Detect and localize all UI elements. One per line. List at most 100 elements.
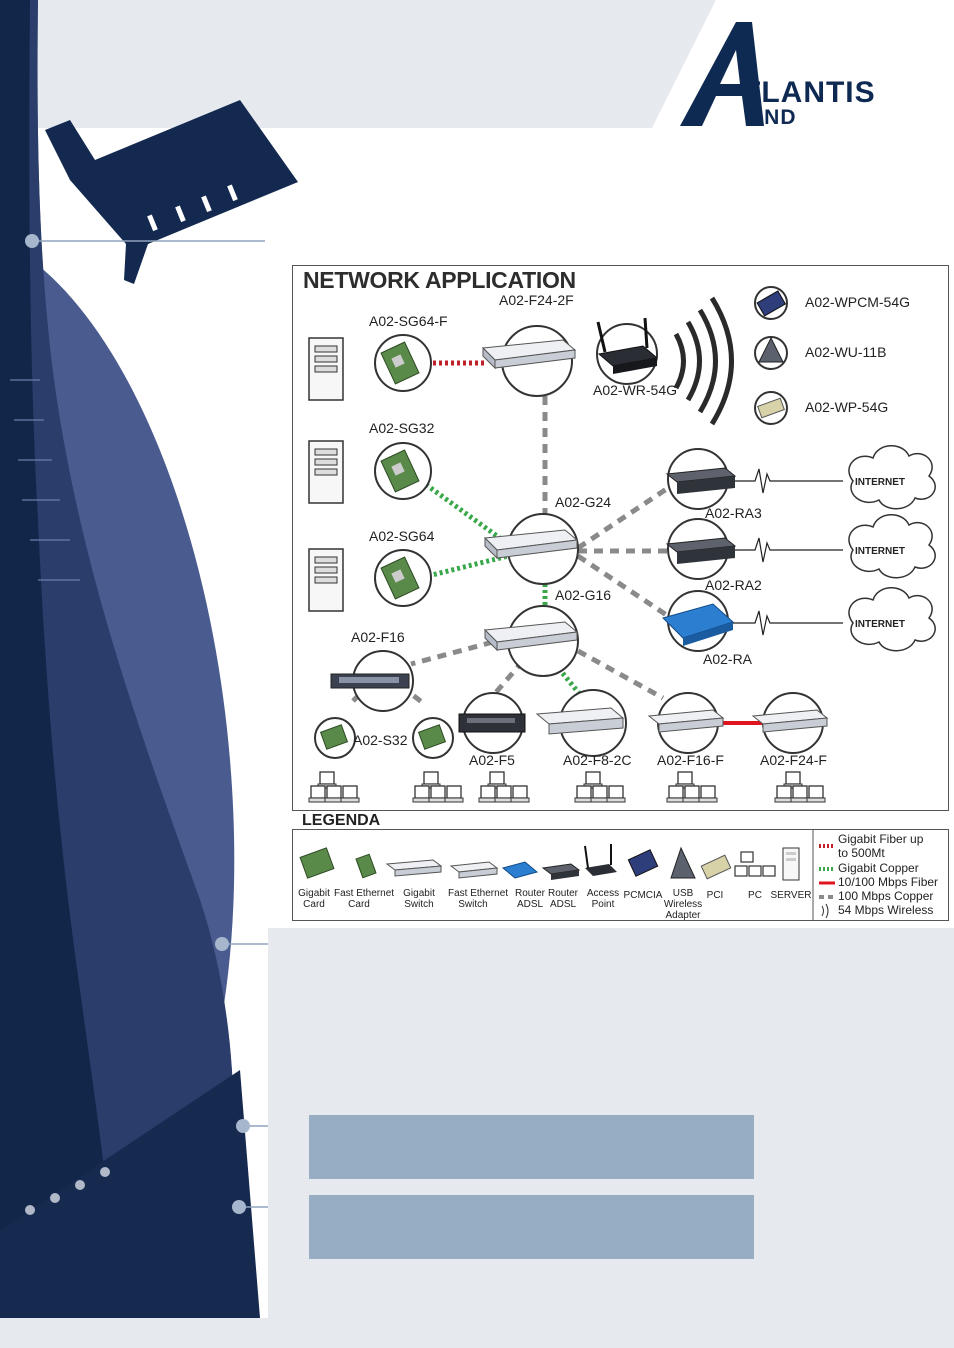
label-a02-sg64-f: A02-SG64-F xyxy=(369,313,448,329)
switch-f8-2c xyxy=(535,689,627,757)
legend-line-label: Gigabit Fiber up xyxy=(838,832,924,846)
router-ra3 xyxy=(665,448,737,510)
legend-line-label: 100 Mbps Copper xyxy=(838,889,934,903)
label-a02-g16: A02-G16 xyxy=(555,587,612,603)
switch-f24-f xyxy=(751,692,829,754)
switch-f5 xyxy=(458,692,526,754)
pc-group-icon xyxy=(774,771,826,803)
link-g16-f16f xyxy=(576,648,665,701)
gigabit-card-sg64f xyxy=(374,334,432,392)
link-ra3 xyxy=(576,485,670,551)
label-a02-g24: A02-G24 xyxy=(555,494,612,510)
legend-router-dark-icon xyxy=(541,863,581,880)
link-ra xyxy=(576,553,670,619)
highlight-box-1 xyxy=(309,1115,754,1179)
legend-server-icon xyxy=(782,847,800,881)
legend-pci-icon xyxy=(700,854,732,880)
pc-group-icon xyxy=(574,771,626,803)
label-a02-wu-11b: A02-WU-11B xyxy=(805,344,887,360)
diagram-title: NETWORK APPLICATION xyxy=(303,267,576,293)
switch-f16-f xyxy=(647,692,725,754)
label-a02-f24-2f: A02-F24-2F xyxy=(499,292,574,308)
legend-art xyxy=(299,830,835,920)
router-ra2 xyxy=(665,518,737,580)
server-icon xyxy=(308,337,344,401)
label-a02-ra3: A02-RA3 xyxy=(705,505,762,521)
fast-ethernet-card xyxy=(314,717,356,759)
internet-label: INTERNET xyxy=(855,477,905,488)
legend-line-label: to 500Mt xyxy=(838,846,885,860)
gigabit-card-sg32 xyxy=(374,442,432,500)
label-a02-f24-f: A02-F24-F xyxy=(760,752,827,768)
gigabit-card-sg64 xyxy=(374,549,432,607)
internet-label: INTERNET xyxy=(855,619,905,630)
legend-router-blue-icon xyxy=(501,861,539,879)
internet-cloud xyxy=(848,514,936,579)
access-point xyxy=(596,317,659,385)
label-a02-f16: A02-F16 xyxy=(351,629,405,645)
logo-text-land: AND xyxy=(748,106,797,129)
pc-groups xyxy=(308,771,826,803)
logo-text-atlantis: TLANTIS xyxy=(742,76,876,109)
legend-item-label: SERVER xyxy=(770,890,812,901)
label-a02-ra: A02-RA xyxy=(703,651,753,667)
legend-pcmcia-icon xyxy=(627,849,659,877)
label-a02-wp-54g: A02-WP-54G xyxy=(805,399,889,415)
usb-wireless-adapter xyxy=(754,336,788,370)
pc-group-icon xyxy=(478,771,530,803)
diagram-art xyxy=(308,286,936,803)
label-a02-wr-54g: A02-WR-54G xyxy=(593,382,678,398)
pci-adapter xyxy=(754,391,788,425)
label-a02-sg32: A02-SG32 xyxy=(369,420,435,436)
label-a02-s32: A02-S32 xyxy=(353,732,408,748)
legend-line-label: Gigabit Copper xyxy=(838,861,919,875)
router-ra xyxy=(662,590,734,652)
label-a02-ra2: A02-RA2 xyxy=(705,577,762,593)
pc-group-icon xyxy=(666,771,718,803)
copper-link-sg64 xyxy=(427,553,509,579)
pcmcia-adapter xyxy=(754,286,788,320)
pc-group-icon xyxy=(412,771,464,803)
fast-ethernet-card xyxy=(412,717,454,759)
legend-title: LEGENDA xyxy=(302,812,381,829)
switch-g16 xyxy=(483,605,579,677)
internet-cloud xyxy=(848,445,936,510)
legend-gigabit-switch-icon xyxy=(385,859,443,877)
atlantis-logo xyxy=(680,22,764,126)
internet-label: INTERNET xyxy=(855,546,905,557)
legend-line-label: 10/100 Mbps Fiber xyxy=(838,875,939,889)
legend-item-label: PCMCIA xyxy=(623,890,663,901)
label-a02-f8-2c: A02-F8-2C xyxy=(563,752,632,768)
pci-card-graphic xyxy=(45,100,298,284)
switch-f24-2f xyxy=(481,325,577,397)
label-a02-sg64: A02-SG64 xyxy=(369,528,435,544)
link-g16-f5 xyxy=(489,659,525,700)
wireless-waves xyxy=(673,296,734,426)
label-a02-wpcm-54g: A02-WPCM-54G xyxy=(805,294,911,310)
legend-line-label: 54 Mbps Wireless xyxy=(838,903,934,917)
label-a02-f16-f: A02-F16-F xyxy=(657,752,724,768)
legend-gigabit-card-icon xyxy=(299,847,335,879)
highlight-box-2 xyxy=(309,1195,754,1259)
legend-item-label: PCI xyxy=(706,890,724,901)
internet-cloud xyxy=(848,587,936,652)
switch-g24 xyxy=(483,513,579,585)
pc-group-icon xyxy=(308,771,360,803)
switch-f16 xyxy=(330,650,414,712)
server-icon xyxy=(308,440,344,504)
legend-usb-adapter-icon xyxy=(670,846,696,879)
server-icon xyxy=(308,548,344,612)
legend-pc-icon xyxy=(734,851,776,877)
legend-fast-ethernet-switch-icon xyxy=(449,861,499,879)
legend-item-label: PC xyxy=(748,890,762,901)
label-a02-f5: A02-F5 xyxy=(469,752,515,768)
